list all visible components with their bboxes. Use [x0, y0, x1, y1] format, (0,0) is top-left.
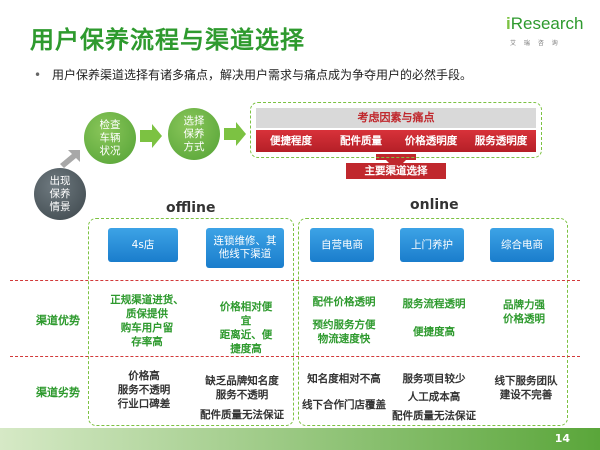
factors-frame: [250, 102, 542, 158]
factor-item: 服务透明度: [474, 135, 528, 147]
main-channel-label: 主要渠道选择: [346, 163, 446, 179]
flow-step-check: 检查 车辆 状况: [84, 112, 136, 164]
logo-subtitle: 艾 瑞 咨 询: [510, 40, 561, 47]
disadvantage-row-label: 渠道劣势: [36, 386, 80, 399]
disadvantage-self-awareness: 知名度相对不高: [307, 373, 381, 385]
separator-top: [10, 280, 580, 281]
offline-frame: [88, 218, 294, 426]
footer-bar: [0, 428, 600, 450]
bullet-dot: •: [34, 68, 42, 82]
offline-label: offline: [166, 200, 216, 216]
advantage-door-process: 服务流程透明: [402, 298, 466, 310]
page-number: 14: [554, 432, 570, 445]
online-label: online: [410, 197, 459, 213]
disadvantage-door-labor: 人工成本高: [407, 391, 461, 403]
advantage-door-convenience: 便捷度高: [413, 326, 455, 338]
disadvantage-chain-brand: 缺乏品牌知名度 服务不透明: [205, 375, 279, 401]
page-title: 用户保养流程与渠道选择: [30, 26, 305, 54]
logo-text: iResearch: [506, 14, 584, 33]
arrow-1-icon: [60, 150, 80, 168]
factors-title: 考虑因素与痛点: [256, 108, 536, 128]
factors-row: 便捷程度 配件质量 价格透明度 服务透明度: [256, 130, 536, 152]
factor-item: 便捷程度: [270, 135, 312, 147]
advantage-4s: 正规渠道进货、 质保提供 购车用户留 存率高: [110, 294, 184, 348]
channel-4s: 4s店: [108, 228, 178, 262]
disadvantage-chain-quality: 配件质量无法保证: [200, 409, 284, 421]
intro-text: 用户保养渠道选择有诸多痛点，解决用户需求与痛点成为争夺用户的必然手段。: [52, 68, 473, 82]
disadvantage-self-coverage: 线下合作门店覆盖: [302, 399, 386, 411]
advantage-chain: 价格相对便 宜 距离近、便 捷度高: [219, 301, 273, 355]
factor-item: 配件质量: [340, 135, 382, 147]
advantage-row-label: 渠道优势: [36, 314, 80, 327]
disadvantage-4s: 价格高 服务不透明 行业口碑差: [117, 370, 171, 410]
flow-step-occur: 出现 保养 情景: [34, 168, 86, 220]
separator-middle: [10, 356, 580, 357]
main-channel-arrow-icon: [376, 154, 416, 170]
intro-bullet: • 用户保养渠道选择有诸多痛点，解决用户需求与痛点成为争夺用户的必然手段。: [34, 66, 472, 83]
advantage-self-price: 配件价格透明: [312, 296, 376, 308]
arrow-2-icon: [140, 124, 162, 148]
channel-door-service: 上门养护: [400, 228, 464, 262]
disadvantage-general: 线下服务团队 建设不完善: [494, 375, 558, 401]
iresearch-logo: iResearch 艾 瑞 咨 询: [506, 14, 584, 54]
flow-step-choose: 选择 保养 方式: [168, 108, 220, 160]
channel-general-ecommerce: 综合电商: [490, 228, 554, 262]
channel-self-ecommerce: 自营电商: [310, 228, 374, 262]
disadvantage-door-quality: 配件质量无法保证: [392, 410, 476, 422]
arrow-3-icon: [224, 122, 246, 146]
online-frame: [298, 218, 568, 426]
advantage-general: 品牌力强 价格透明: [503, 299, 545, 325]
advantage-self-service: 预约服务方便 物流速度快: [312, 319, 376, 345]
factor-item: 价格透明度: [404, 135, 458, 147]
disadvantage-door-items: 服务项目较少: [402, 373, 466, 385]
channel-chain: 连锁维修、其他线下渠道: [206, 228, 284, 268]
